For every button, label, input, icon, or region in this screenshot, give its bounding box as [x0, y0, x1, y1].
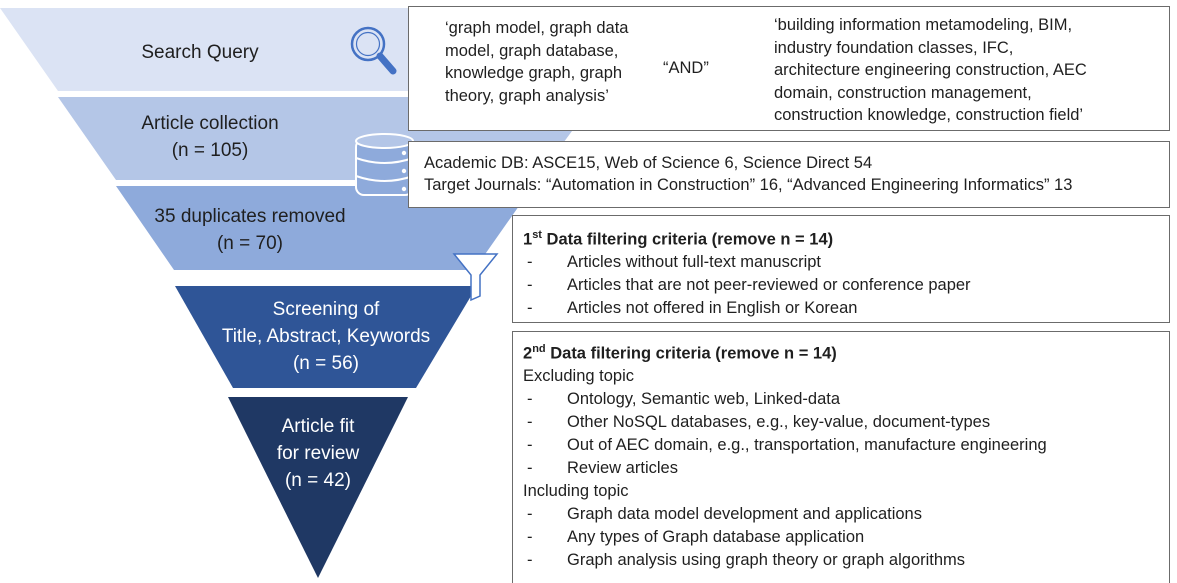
stage-text: Search Query [141, 42, 259, 63]
criterion-text: Articles without full-text manuscript [567, 252, 822, 271]
target-journals-line: Target Journals: “Automation in Construc… [424, 176, 1073, 194]
search-query-box: ‘graph model, graph data model, graph da… [408, 6, 1170, 131]
list-item: - Out of AEC domain, e.g., transportation… [523, 434, 1169, 457]
funnel-stage-article-fit [228, 397, 408, 578]
bullet-dash: - [527, 527, 533, 546]
keyword-line: domain, construction management, [774, 83, 1032, 102]
list-item: - Articles without full-text manuscript [523, 251, 1169, 274]
list-item: - Other NoSQL databases, e.g., key-value,… [523, 411, 1169, 434]
keyword-line: industry foundation classes, IFC, [774, 38, 1014, 57]
bullet-dash: - [527, 458, 533, 477]
criterion-text: Articles that are not peer-reviewed or c… [567, 275, 971, 294]
bullet-dash: - [527, 504, 533, 523]
excluding-topic-heading: Excluding topic [523, 366, 634, 385]
keyword-line: model, graph database, [445, 41, 619, 60]
list-item: - Articles not offered in English or Kore… [523, 297, 1169, 320]
academic-db-line: Academic DB: ASCE15, Web of Science 6, S… [424, 154, 873, 172]
criterion-text: Review articles [567, 458, 678, 477]
first-filter-title: 1st Data filtering criteria (remove n = … [523, 224, 1169, 251]
list-item: - Graph data model development and applic… [523, 503, 1169, 526]
keyword-line: architecture engineering construction, A… [774, 61, 1087, 79]
stage-text: Article fit [281, 416, 355, 437]
stage-text: Title, Abstract, Keywords [221, 326, 431, 347]
including-topic-heading: Including topic [523, 481, 629, 500]
bullet-dash: - [527, 435, 533, 454]
and-operator: “AND” [663, 59, 709, 77]
list-item: - Ontology, Semantic web, Linked-data [523, 388, 1169, 411]
search-icon [350, 26, 397, 75]
stage-count: (n = 56) [292, 353, 359, 374]
keyword-group-aec: ‘building information metamodeling, BIM,… [774, 14, 1087, 127]
bullet-dash: - [527, 412, 533, 431]
title-text: Data filtering criteria (remove n = 14) [545, 344, 837, 363]
list-item: - Graph analysis using graph theory or gr… [523, 549, 1169, 572]
criterion-text: Graph analysis using graph theory or gra… [567, 550, 966, 569]
first-filter-criteria-box: 1st Data filtering criteria (remove n = … [512, 215, 1170, 323]
collection-sources-box: Academic DB: ASCE15, Web of Science 6, S… [408, 141, 1170, 208]
stage-count: (n = 70) [216, 233, 283, 254]
criterion-text: Out of AEC domain, e.g., transportation,… [567, 435, 1047, 454]
stage-count: (n = 42) [284, 470, 351, 491]
title-number: 1 [523, 230, 533, 249]
database-icon [355, 133, 414, 196]
title-ordinal: st [532, 229, 542, 241]
bullet-dash: - [527, 252, 533, 271]
criterion-text: Other NoSQL databases, e.g., key-value, … [567, 412, 991, 431]
keyword-line: knowledge graph, graph [445, 64, 623, 82]
criterion-text: Graph data model development and applica… [567, 504, 922, 523]
list-item: - Articles that are not peer-reviewed or … [523, 274, 1169, 297]
bullet-dash: - [527, 550, 533, 569]
filter-icon [452, 253, 499, 302]
list-item: - Any types of Graph database application [523, 526, 1169, 549]
criterion-text: Articles not offered in English or Korea… [567, 298, 858, 317]
title-ordinal: nd [532, 343, 546, 355]
stage-label-search-query: Search Query [80, 39, 320, 66]
criterion-text: Any types of Graph database application [567, 527, 865, 546]
bullet-dash: - [527, 275, 533, 294]
title-text: Data filtering criteria (remove n = 14) [541, 230, 834, 249]
keyword-line: theory, graph analysis’ [445, 86, 609, 105]
second-filter-criteria-box: 2nd Data filtering criteria (remove n = … [512, 331, 1170, 583]
list-item: - Review articles [523, 457, 1169, 480]
keyword-line: ‘graph model, graph data [445, 19, 629, 37]
stage-text: 35 duplicates removed [154, 206, 346, 227]
bullet-dash: - [527, 389, 533, 408]
second-filter-title: 2nd Data filtering criteria (remove n = … [523, 338, 1169, 365]
stage-label-screening: Screening of Title, Abstract, Keywords (… [186, 296, 466, 377]
keyword-line: ‘building information metamodeling, BIM, [774, 16, 1073, 34]
keyword-group-graph: ‘graph model, graph data model, graph da… [445, 17, 628, 107]
stage-label-article-fit: Article fit for review (n = 42) [228, 413, 408, 494]
funnel-stage-screening [175, 286, 477, 388]
stage-text: for review [276, 443, 360, 464]
criterion-text: Ontology, Semantic web, Linked-data [567, 389, 841, 408]
bullet-dash: - [527, 298, 533, 317]
stage-text: Article collection [141, 113, 279, 134]
stage-text: Screening of [272, 299, 380, 320]
stage-label-article-collection: Article collection (n = 105) [90, 110, 330, 164]
title-number: 2 [523, 344, 533, 363]
stage-count: (n = 105) [171, 140, 249, 161]
keyword-line: construction knowledge, construction fie… [774, 106, 1084, 124]
stage-label-duplicates-removed: 35 duplicates removed (n = 70) [120, 203, 380, 257]
